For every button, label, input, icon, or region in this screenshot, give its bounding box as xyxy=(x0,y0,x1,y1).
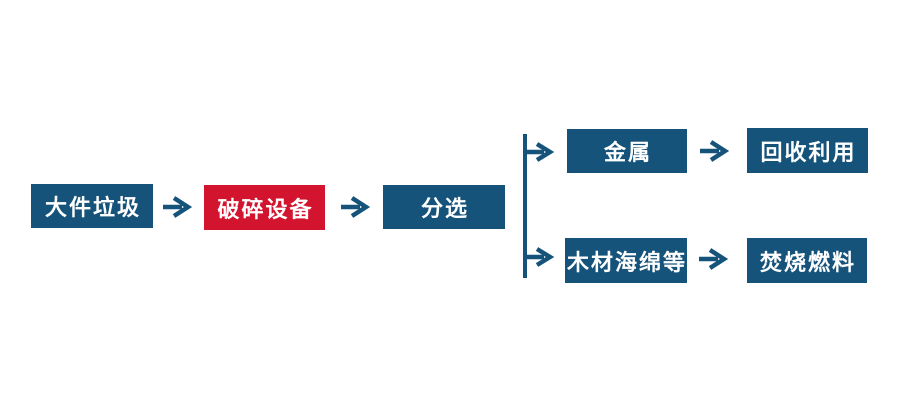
node-incineration-fuel: 焚烧燃料 xyxy=(747,238,867,283)
node-sorting: 分选 xyxy=(383,185,505,229)
arrow-right-icon xyxy=(698,139,730,163)
arrow-right-icon xyxy=(161,195,193,219)
node-bulky-waste: 大件垃圾 xyxy=(31,184,153,228)
arrow-right-icon xyxy=(339,195,371,219)
node-crushing-equipment: 破碎设备 xyxy=(204,185,325,230)
node-recycling: 回收利用 xyxy=(747,128,868,173)
arrow-right-icon xyxy=(697,247,729,271)
branch-connector-icon xyxy=(521,130,561,282)
node-metal: 金属 xyxy=(567,129,687,173)
node-wood-sponge: 木材海绵等 xyxy=(565,238,687,283)
